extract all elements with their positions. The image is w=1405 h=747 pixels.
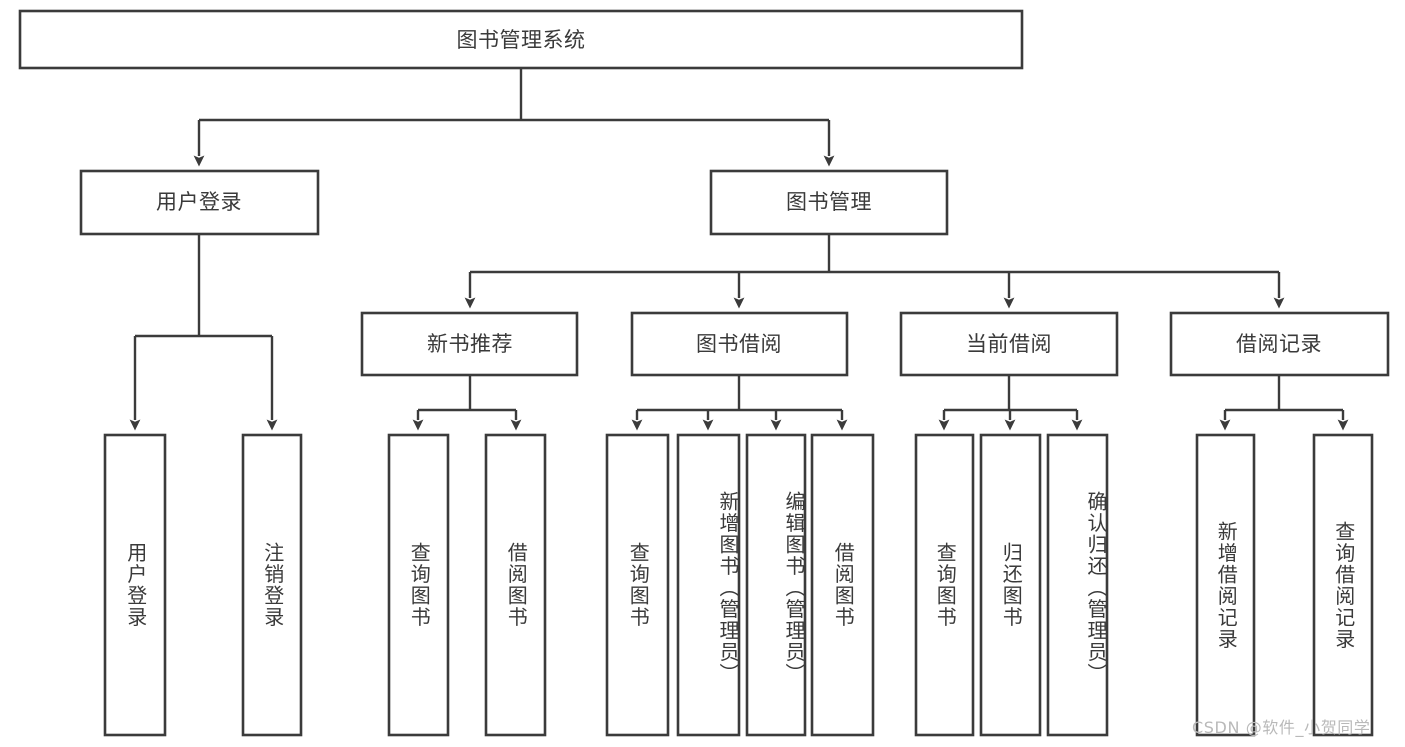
- node-borrow-record-box[interactable]: [1169, 311, 1390, 377]
- node-current-borrow-label: 当前借阅: [966, 332, 1052, 356]
- node-book-management-box[interactable]: [709, 169, 949, 236]
- node-leaf-add-record-box[interactable]: [1195, 433, 1256, 737]
- node-book-management[interactable]: 图书管理: [709, 169, 949, 236]
- node-borrow-record[interactable]: 借阅记录: [1169, 311, 1390, 377]
- node-leaf-edit-book-box[interactable]: [745, 433, 807, 737]
- node-leaf-user-login-box[interactable]: [103, 433, 167, 737]
- node-book-borrow-box[interactable]: [630, 311, 849, 377]
- node-user-login-label: 用户登录: [156, 190, 242, 214]
- connector-book-management-to-level3: [464, 234, 1285, 309]
- node-book-borrow-label: 图书借阅: [696, 332, 782, 356]
- node-new-book-recommend-label: 新书推荐: [427, 332, 513, 356]
- connector-current-borrow-to-leaves: [938, 375, 1083, 431]
- connector-root-to-level2: [193, 68, 835, 167]
- connector-borrow-record-to-leaves: [1219, 375, 1349, 431]
- node-user-login[interactable]: 用户登录: [79, 169, 320, 236]
- node-leaf-query-record-box[interactable]: [1312, 433, 1374, 737]
- connector-user-login-to-leaves: [129, 234, 278, 431]
- node-leaf-query-book-2-box[interactable]: [605, 433, 670, 737]
- connector-new-book-recommend-to-leaves: [412, 375, 522, 431]
- leaf-boxes: [103, 433, 1374, 737]
- node-leaf-borrow-book-1-box[interactable]: [484, 433, 547, 737]
- node-book-borrow[interactable]: 图书借阅: [630, 311, 849, 377]
- node-new-book-recommend-box[interactable]: [360, 311, 579, 377]
- node-root-box[interactable]: [18, 9, 1024, 70]
- node-leaf-query-book-1-box[interactable]: [387, 433, 450, 737]
- node-book-management-label: 图书管理: [786, 190, 872, 214]
- node-user-login-box[interactable]: [79, 169, 320, 236]
- node-leaf-return-book-box[interactable]: [979, 433, 1042, 737]
- node-root-label: 图书管理系统: [457, 28, 586, 52]
- node-current-borrow[interactable]: 当前借阅: [899, 311, 1119, 377]
- node-new-book-recommend[interactable]: 新书推荐: [360, 311, 579, 377]
- node-leaf-borrow-book-2-box[interactable]: [810, 433, 875, 737]
- node-leaf-query-book-3-box[interactable]: [914, 433, 975, 737]
- node-leaf-confirm-return-box[interactable]: [1046, 433, 1109, 737]
- node-borrow-record-label: 借阅记录: [1236, 332, 1322, 356]
- node-leaf-logout-box[interactable]: [241, 433, 303, 737]
- node-current-borrow-box[interactable]: [899, 311, 1119, 377]
- node-root[interactable]: 图书管理系统: [18, 9, 1024, 70]
- connector-book-borrow-to-leaves: [631, 375, 848, 431]
- node-leaf-add-book-box[interactable]: [676, 433, 741, 737]
